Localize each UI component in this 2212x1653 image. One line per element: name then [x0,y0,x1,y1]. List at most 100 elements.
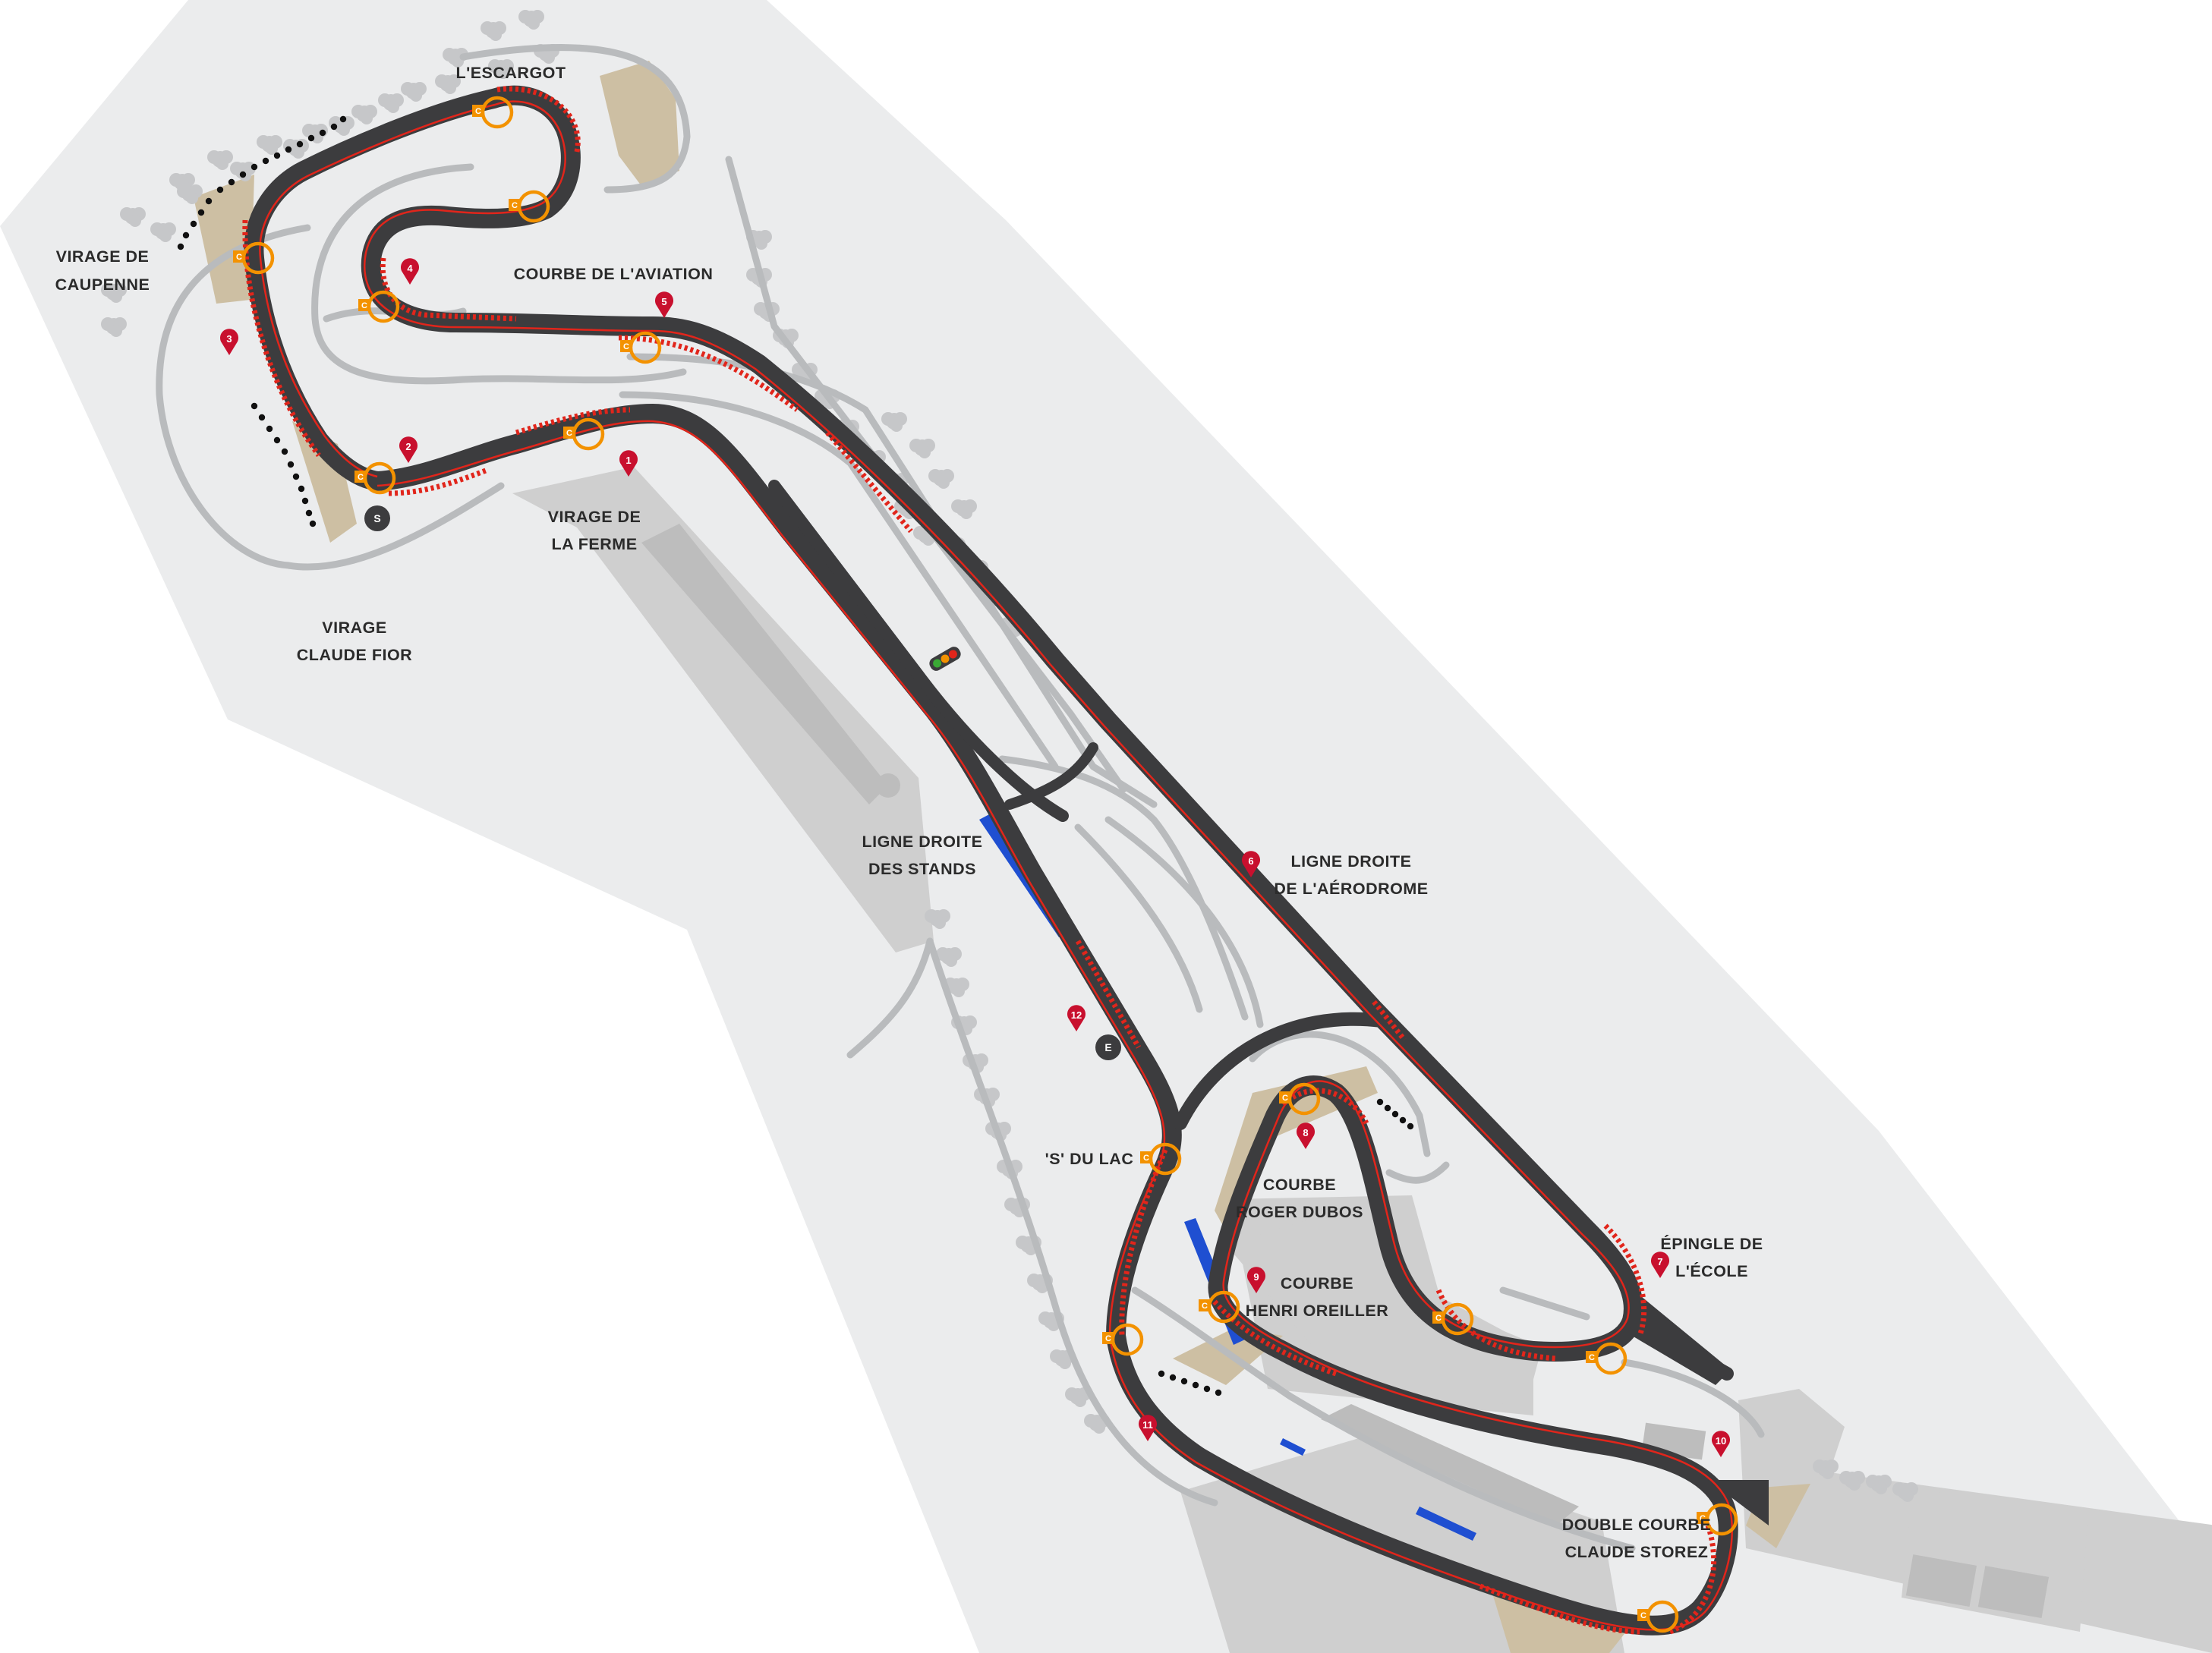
lac-access-road [1131,1286,1636,1552]
marshal-post-letter: C [1143,1154,1149,1163]
marshal-post-icon: C [1637,1600,1679,1633]
tire-barrier [1215,1389,1222,1396]
marshal-post-icon: C [1697,1503,1738,1536]
tree [481,21,506,41]
corner-labels: L'ESCARGOT VIRAGE DE CAUPENNE COURBE DE … [55,64,1763,1561]
label-aviation: COURBE DE L'AVIATION [514,265,714,283]
marshal-post-icon: C [354,461,396,495]
tire-barrier [239,171,247,178]
label-caupenne-line2: CAUPENNE [55,276,150,294]
tire-barrier [273,436,281,444]
label-dubos-line2: ROGER DUBOS [1236,1203,1363,1221]
marshal-post-icon: C [1432,1302,1474,1336]
pit-building [512,467,934,952]
marshal-post-letter: C [1282,1094,1288,1103]
tire-barrier [287,461,295,468]
pit-exit-road [998,755,1249,1021]
label-aerodrome-line2: DE L'AÉRODROME [1274,879,1428,898]
racing-line [259,100,1734,1631]
tree [936,947,962,967]
start-badge-letter: S [373,512,380,524]
tire-barriers [177,115,1414,1396]
corner-number-marker: 2 [399,436,418,463]
tire-barrier [1399,1116,1407,1124]
tire-barrier [1203,1385,1211,1393]
tree [1813,1459,1839,1479]
label-ferme-line1: VIRAGE DE [548,508,641,526]
tire-barrier [307,134,315,142]
sand-escargot [600,61,679,186]
tire-barrier [177,243,184,250]
corner-number: 6 [1248,855,1253,867]
tire-barrier [258,414,266,421]
sand-caupenne [194,175,254,304]
label-escargot: L'ESCARGOT [455,64,566,82]
marshal-post-icon: C [509,190,550,223]
tire-barrier [1376,1098,1384,1106]
access-road-north [156,224,505,571]
tree [101,283,127,303]
corner-number: 5 [661,296,666,307]
kerb-fior [388,468,487,496]
corner-number: 11 [1142,1419,1153,1431]
tire-barrier [1158,1370,1165,1378]
marshal-post-icon: C [233,241,275,275]
tree [150,222,176,242]
tire-barrier [281,448,288,455]
tire-barrier [330,123,338,131]
tire-barrier [1391,1110,1399,1118]
dubos-link [1174,1012,1388,1130]
tree [401,82,427,102]
corner-number-marker: 6 [1242,851,1260,877]
kerb-dubos [1281,1088,1369,1125]
kerb-inner-4 [380,257,517,322]
corner-number: 8 [1303,1127,1308,1138]
corner-number-marker: 4 [401,258,419,285]
tire-barrier [266,425,273,433]
access-road-inner-loop [311,163,687,385]
corner-number-marker: 11 [1139,1415,1158,1441]
label-stands-line2: DES STANDS [868,860,976,878]
tire-barrier [301,497,309,505]
label-caupenne-line1: VIRAGE DE [56,247,150,266]
label-fior-line1: VIRAGE [322,619,386,637]
tree [329,116,354,136]
corner-number-marker: 7 [1651,1252,1669,1278]
start-badge: S [364,505,390,531]
label-ecole-line2: L'ÉCOLE [1675,1261,1748,1280]
tree [928,469,954,489]
kerb-ecole-inner [1435,1289,1557,1362]
tire-barrier [205,197,213,205]
corner-number-marker: 5 [655,291,674,318]
marshal-post-icon: C [1140,1142,1182,1176]
tree [881,412,907,432]
label-fior-line2: CLAUDE FIOR [297,646,412,664]
corner-number: 4 [407,263,413,274]
inner-paddock-road-2 [1074,823,1203,1013]
tree [1839,1471,1865,1491]
kerb-pitout [1075,940,1142,1049]
marshal-post-letter: C [1202,1302,1208,1311]
sand-dubos [1215,1066,1378,1245]
marshal-post-letter: C [1105,1334,1111,1343]
marshal-post-letter: C [566,429,572,438]
tree [1866,1475,1892,1494]
marshal-post-icon: C [1102,1323,1144,1356]
tire-barrier [251,163,258,171]
south-water [1416,1507,1476,1541]
marshal-post-letter: C [236,253,242,262]
pit-lane [768,480,1069,822]
tree [101,317,127,337]
corner-number-marker: 12 [1067,1005,1086,1031]
tree [909,439,935,458]
marshal-post-icon: C [563,417,605,451]
pit-roof [641,524,888,804]
marshal-post-icon: C [1586,1342,1627,1375]
corner-number: 10 [1716,1435,1726,1447]
marshal-post-letter: C [1640,1611,1646,1620]
access-road-west-outer [459,44,691,194]
tree [378,93,404,113]
tire-barrier [228,178,235,186]
marshal-post-icon: C [472,96,514,129]
